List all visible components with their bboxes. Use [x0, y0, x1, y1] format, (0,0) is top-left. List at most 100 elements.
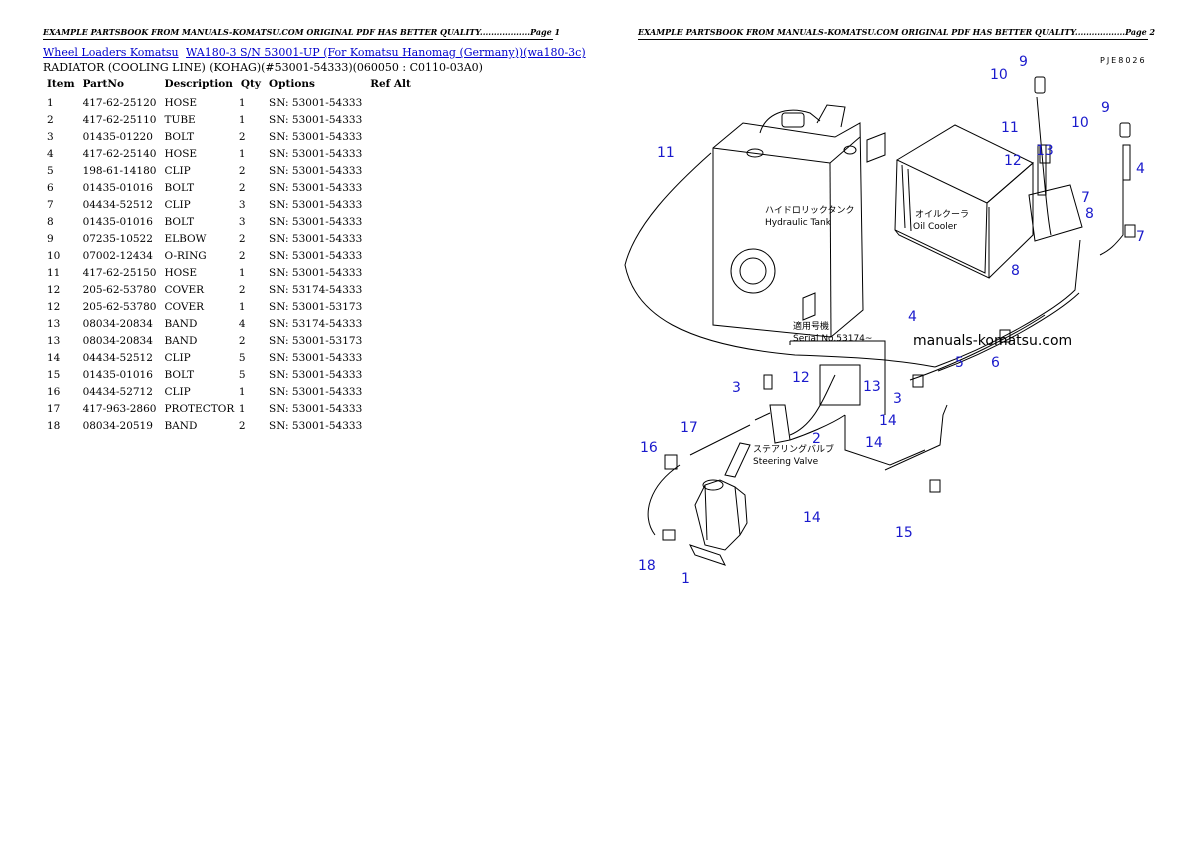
watermark: manuals-komatsu.com — [913, 333, 1072, 349]
column-header-partno: PartNo — [82, 78, 124, 90]
callout-4[interactable]: 4 — [908, 309, 917, 325]
cell-options: SN: 53174-54333 — [269, 317, 363, 330]
callout-10b[interactable]: 10 — [1071, 115, 1089, 131]
cell-description: BAND — [164, 334, 198, 347]
cell-ref-alt — [366, 383, 415, 400]
cell-ref-alt — [366, 145, 415, 162]
callout-14b[interactable]: 14 — [879, 413, 897, 429]
diagram-code: PJE8026 — [1100, 56, 1147, 65]
cell-ref-alt — [366, 128, 415, 145]
cell-qty: 1 — [238, 385, 246, 398]
cell-description: HOSE — [164, 96, 198, 109]
cell-description: CLIP — [164, 351, 191, 364]
callout-3b[interactable]: 3 — [893, 391, 902, 407]
cell-item: 5 — [47, 164, 54, 177]
callout-14[interactable]: 14 — [865, 435, 883, 451]
cell-ref-alt — [366, 162, 415, 179]
callout-18[interactable]: 18 — [638, 558, 656, 574]
breadcrumb-link-model[interactable]: WA180-3 S/N 53001-UP (For Komatsu Hanoma… — [186, 46, 586, 59]
cell-description: BAND — [164, 419, 198, 432]
cell-ref-alt — [366, 264, 415, 281]
callout-12b[interactable]: 12 — [792, 370, 810, 386]
page-header: EXAMPLE PARTSBOOK FROM MANUALS-KOMATSU.C… — [638, 27, 1155, 40]
cell-qty: 5 — [238, 351, 246, 364]
cell-qty: 2 — [238, 249, 246, 262]
breadcrumb: Wheel Loaders Komatsu WA180-3 S/N 53001-… — [43, 46, 590, 59]
callout-7b[interactable]: 7 — [1136, 229, 1145, 245]
cell-options: SN: 53001-54333 — [269, 96, 363, 109]
callout-5[interactable]: 5 — [955, 355, 964, 371]
steering-valve-label-jp: ステアリングバルブ — [753, 443, 834, 455]
cell-options: SN: 53001-54333 — [269, 181, 363, 194]
callout-15[interactable]: 15 — [895, 525, 913, 541]
callout-1[interactable]: 1 — [681, 571, 690, 587]
cell-options: SN: 53001-54333 — [269, 130, 363, 143]
cell-partno: 08034-20834 — [82, 317, 153, 330]
cell-ref-alt — [366, 281, 415, 298]
column-header-description: Description — [164, 78, 233, 90]
callout-12[interactable]: 12 — [1004, 153, 1022, 169]
column-header-options: Options — [269, 78, 315, 90]
cell-options: SN: 53001-53173 — [269, 300, 363, 313]
callout-6[interactable]: 6 — [991, 355, 1000, 371]
cell-options: SN: 53001-54333 — [269, 198, 363, 211]
cell-item: 12 — [47, 283, 61, 296]
cell-qty: 2 — [238, 419, 246, 432]
cell-options: SN: 53001-54333 — [269, 351, 363, 364]
callout-8[interactable]: 8 — [1085, 206, 1094, 222]
cell-description: BOLT — [164, 130, 195, 143]
column-header-qty: Qty — [240, 78, 262, 90]
callout-3[interactable]: 3 — [732, 380, 741, 396]
cell-item: 1 — [47, 96, 54, 109]
cell-qty: 1 — [238, 402, 246, 415]
callout-17[interactable]: 17 — [680, 420, 698, 436]
callout-8b[interactable]: 8 — [1011, 263, 1020, 279]
cell-qty: 3 — [238, 198, 246, 211]
oil-cooler-drawing: オイルクーラ Oil Cooler — [894, 124, 1083, 279]
cell-item: 2 — [47, 113, 54, 126]
cell-description: CLIP — [164, 385, 191, 398]
cell-description: COVER — [164, 300, 205, 313]
page-2: EXAMPLE PARTSBOOK FROM MANUALS-KOMATSU.C… — [595, 0, 1190, 842]
cell-options: SN: 53174-54333 — [269, 283, 363, 296]
callout-4b[interactable]: 4 — [1136, 161, 1145, 177]
cell-item: 12 — [47, 300, 61, 313]
oil-cooler-label: Oil Cooler — [913, 222, 957, 232]
cell-qty: 1 — [238, 266, 246, 279]
callout-9[interactable]: 9 — [1019, 54, 1028, 70]
callout-13[interactable]: 13 — [1036, 143, 1054, 159]
callout-11[interactable]: 11 — [1001, 120, 1019, 136]
cell-options: SN: 53001-54333 — [269, 113, 363, 126]
cell-partno: 08034-20519 — [82, 419, 153, 432]
callout-11b[interactable]: 11 — [657, 145, 675, 161]
cell-options: SN: 53001-53173 — [269, 334, 363, 347]
callout-7[interactable]: 7 — [1081, 190, 1090, 206]
cell-item: 4 — [47, 147, 54, 160]
callout-13b[interactable]: 13 — [863, 379, 881, 395]
callout-10[interactable]: 10 — [990, 67, 1008, 83]
hydraulic-tank-label: Hydraulic Tank — [765, 218, 832, 228]
cell-partno: 08034-20834 — [82, 334, 153, 347]
page-header: EXAMPLE PARTSBOOK FROM MANUALS-KOMATSU.C… — [43, 27, 560, 40]
breadcrumb-link-category[interactable]: Wheel Loaders Komatsu — [43, 46, 179, 59]
page-1: EXAMPLE PARTSBOOK FROM MANUALS-KOMATSU.C… — [43, 27, 590, 434]
serial-detail-box: 適用号機 Serial No.53174~ — [789, 320, 886, 415]
callout-2[interactable]: 2 — [812, 431, 821, 447]
cell-qty: 2 — [238, 164, 246, 177]
cell-description: CLIP — [164, 198, 191, 211]
callout-16[interactable]: 16 — [640, 440, 658, 456]
callout-9b[interactable]: 9 — [1101, 100, 1110, 116]
cell-partno: 01435-01016 — [82, 215, 153, 228]
cell-qty: 2 — [238, 130, 246, 143]
cell-qty: 1 — [238, 96, 246, 109]
callout-14c[interactable]: 14 — [803, 510, 821, 526]
